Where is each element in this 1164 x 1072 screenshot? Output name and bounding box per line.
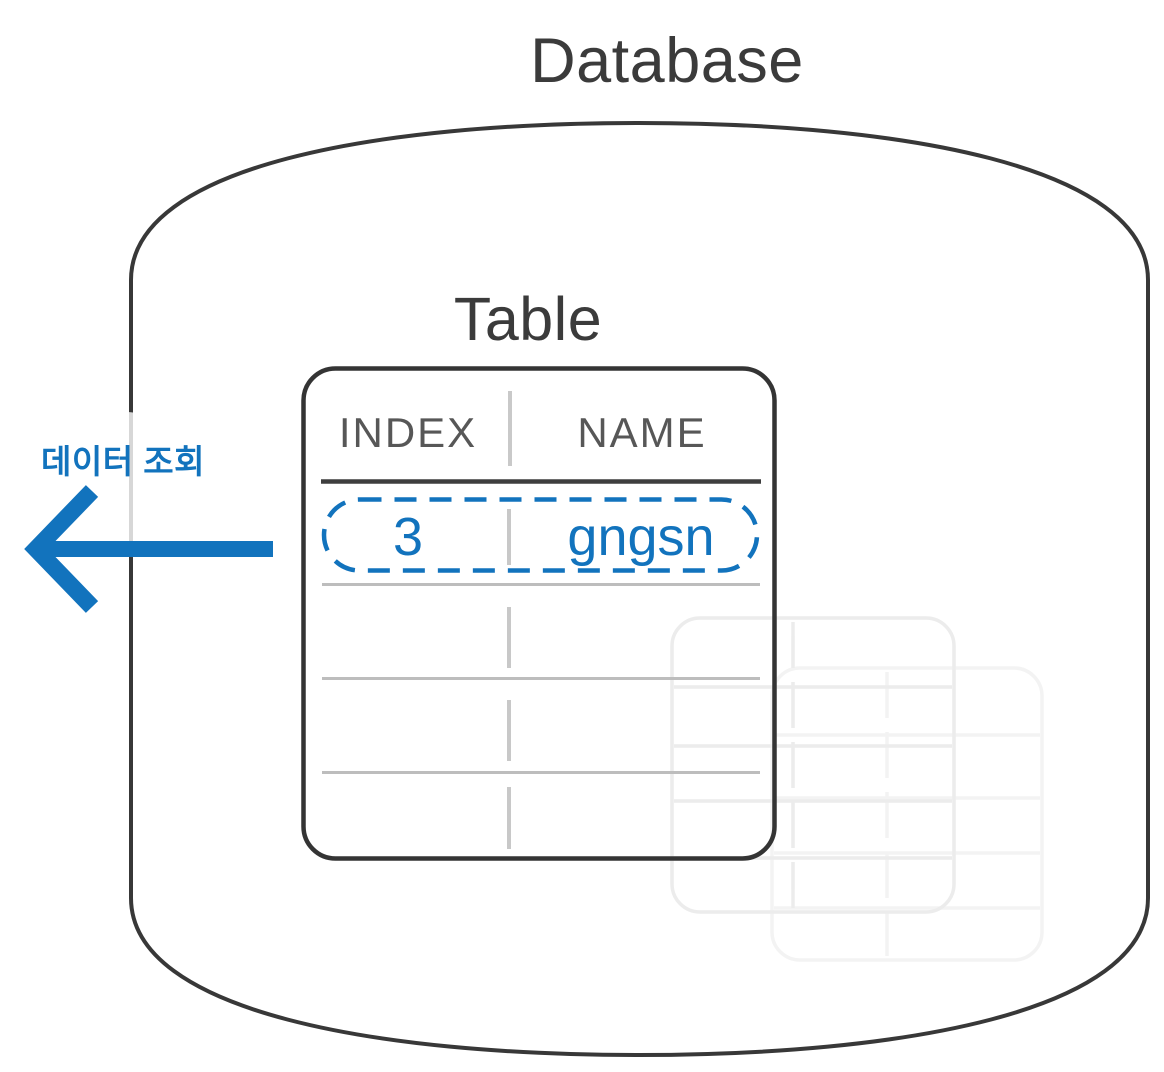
highlighted-row-outline [321,497,760,573]
highlighted-row-index-value: 3 [392,507,424,567]
ghost-table-front [670,616,956,914]
ghost-table-back [770,666,1044,962]
database-cylinder-outline [129,120,1150,1058]
label-halo [86,412,170,544]
database-title: Database [530,26,804,96]
records-table-frame [301,366,777,861]
left-arrow-icon [24,485,273,613]
column-header-index: INDEX [338,409,478,456]
data-query-label: 데이터 조회 [41,443,205,480]
arrow-head [24,485,99,613]
table-title: Table [453,285,603,353]
highlighted-row-name-value: gngsn [567,507,715,567]
column-header-name: NAME [577,409,707,456]
table-outline [301,366,777,861]
